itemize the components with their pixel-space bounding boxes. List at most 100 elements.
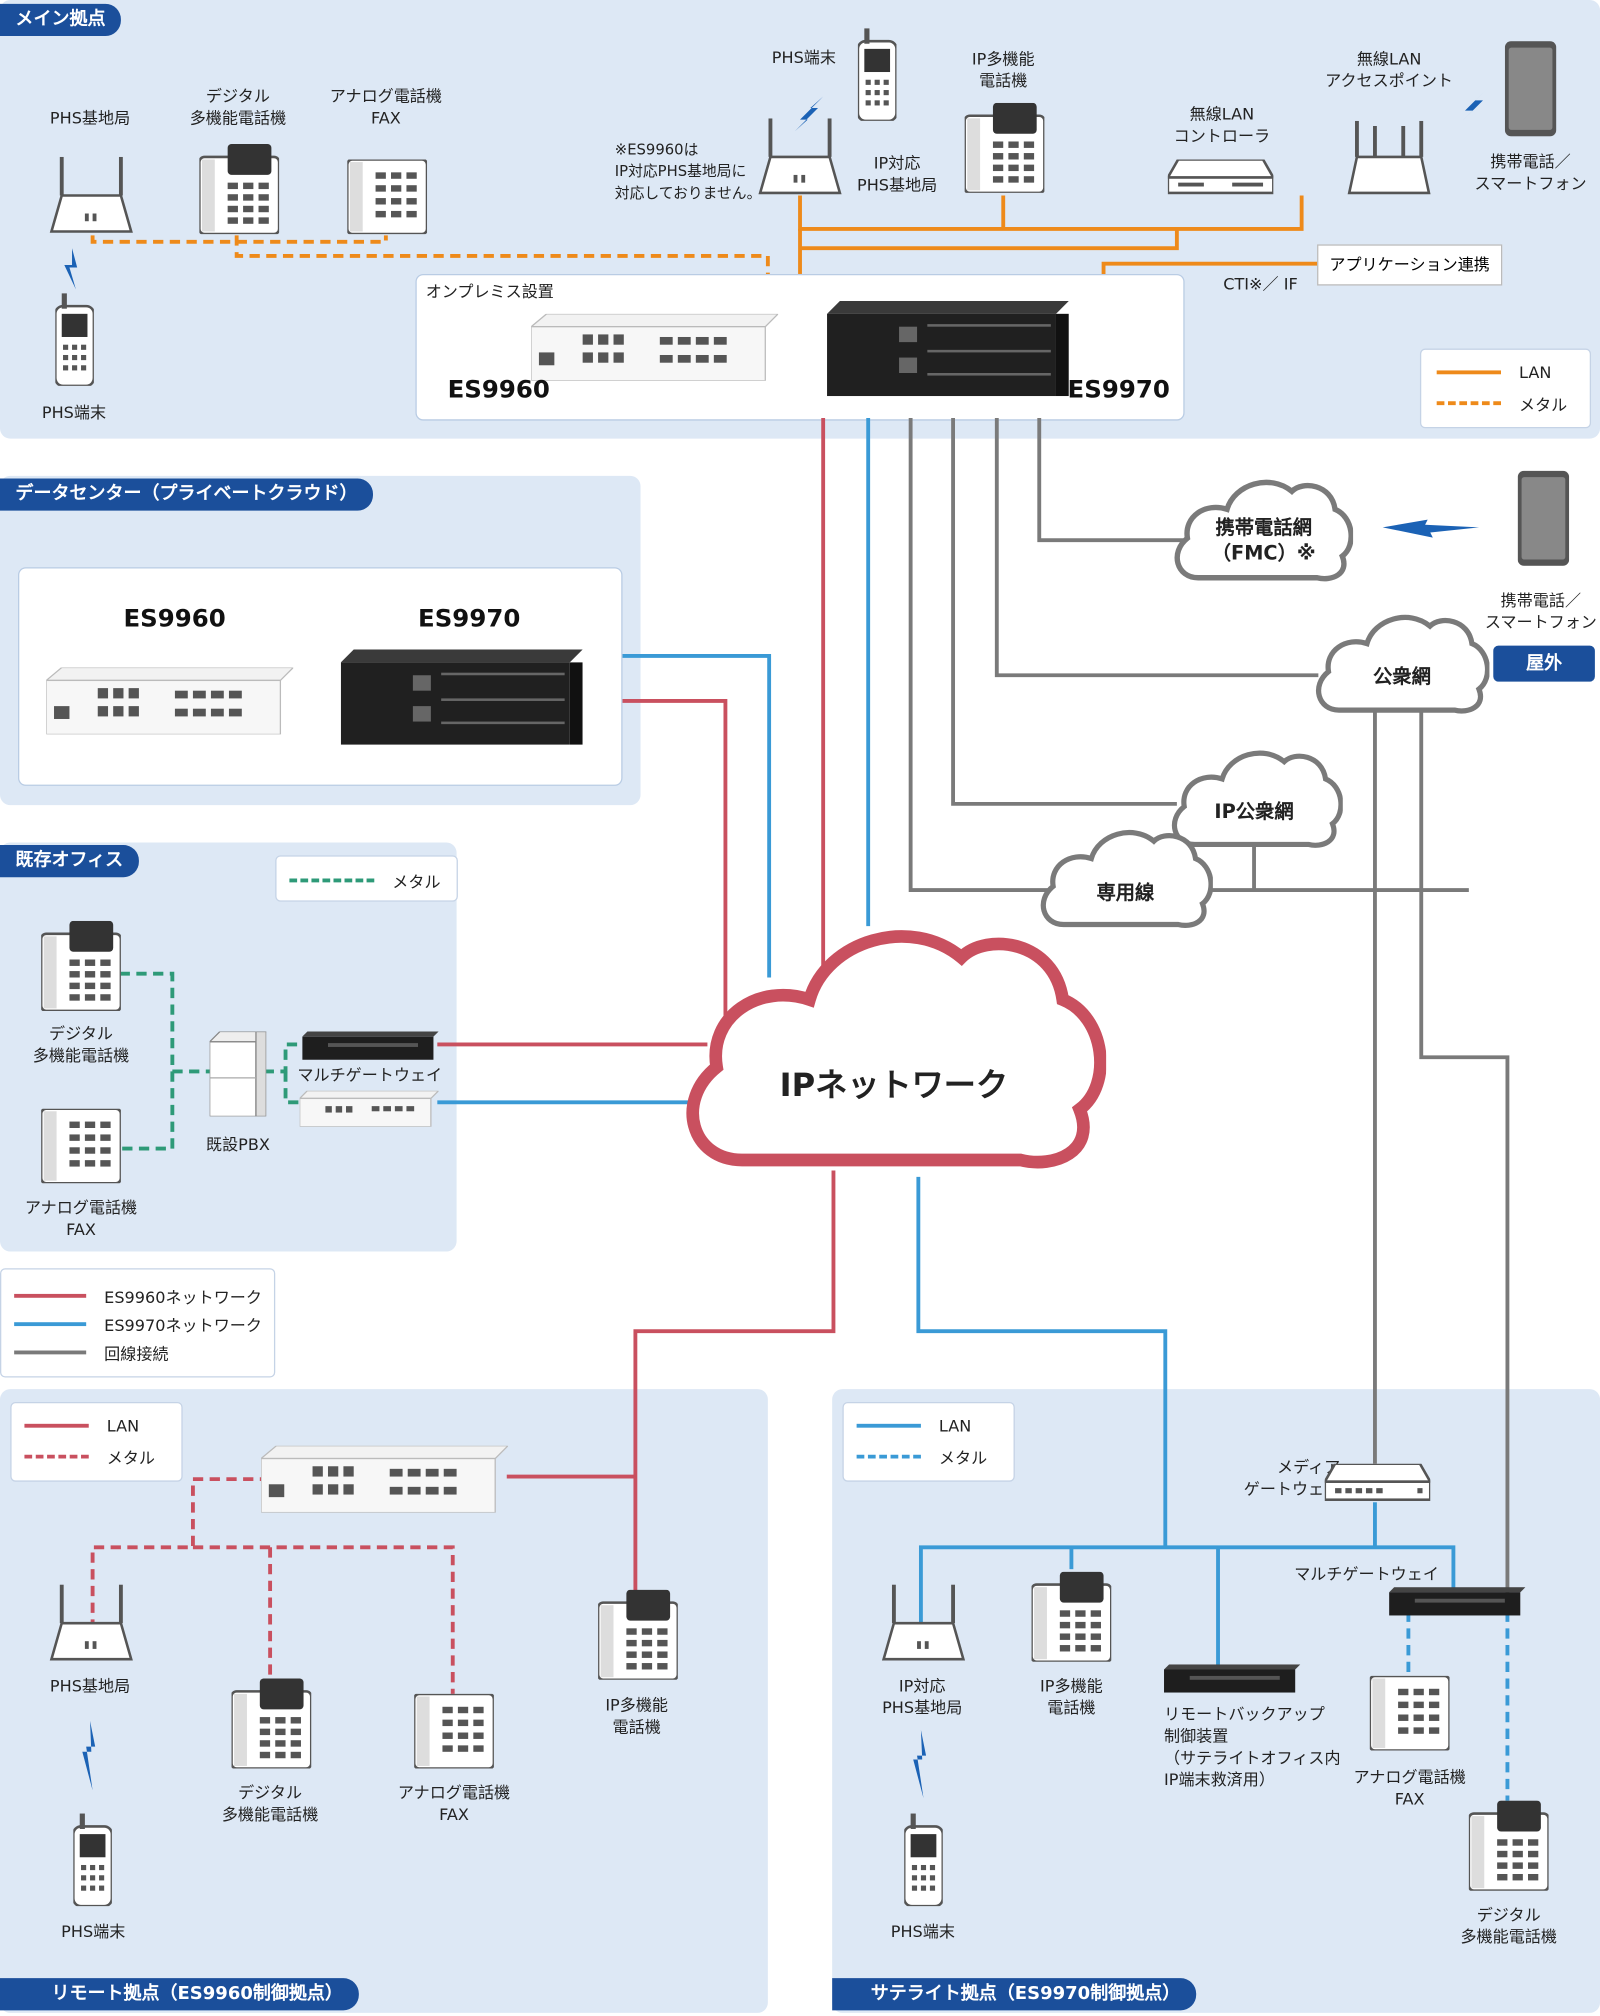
legend-lan-label: LAN [1519,362,1552,383]
onprem-label: オンプレミス設置 [425,281,554,301]
dc-es9960-label: ES9960 [123,604,226,633]
smartphone-icon [1504,41,1557,141]
existing-legend-metal: メタル [392,872,441,892]
remote-phs-base-label: PHS基地局 [49,1675,131,1696]
phs-terminal-top-label: PHS端末 [771,47,836,67]
remote-phs-base-icon [49,1584,134,1670]
sat-phs-terminal-icon [902,1813,945,1912]
existing-multi-gateway-white [298,1090,441,1132]
satellite-legend: LAN メタル [842,1401,1015,1482]
public-net-label: 公衆網 [1372,664,1431,689]
existing-analog-phone-icon [39,1107,123,1189]
phs-base-label: PHS基地局 [49,108,131,128]
phs-terminal-icon [54,293,96,391]
remote-ip-phone-icon [596,1589,680,1685]
legend-es9960-line [14,1293,87,1298]
ip-network-label: IPネットワーク [779,1066,1009,1104]
network-legend: ES9960ネットワーク ES9970ネットワーク 回線接続 [0,1268,276,1378]
dc-es9960-device [44,666,295,740]
sat-legend-lan: LAN [938,1416,972,1436]
remote-legend-lan-line [24,1423,89,1428]
es9970-onprem-device [827,300,1069,401]
remote-site-tag: リモート拠点（ES9960制御拠点） [0,1978,359,2011]
sat-multi-gateway-icon [1389,1587,1526,1620]
outdoor-tag: 屋外 [1493,645,1595,682]
remote-digital-phone-icon [230,1678,313,1773]
es9960-onprem-label: ES9960 [447,375,550,404]
remote-legend-lan: LAN [106,1416,140,1436]
wlan-ap-icon [1347,120,1432,206]
remote-legend-metal-line [24,1454,89,1459]
existing-analog-fax-label: アナログ電話機 FAX [24,1197,138,1239]
sat-phs-terminal-label: PHS端末 [890,1921,955,1941]
es9970-onprem-label: ES9970 [1067,375,1170,404]
datacenter-tag: データセンター（プライベートクラウド） [0,478,373,511]
legend-metal-line [1436,401,1501,406]
legend-metal-line-green [289,878,375,883]
remote-backup-device [1164,1664,1301,1697]
satellite-metal-lines [1406,1611,1510,1801]
main-legend: LAN メタル [1419,348,1592,429]
remote-digital-phone-label: デジタル 多機能電話機 [221,1782,319,1824]
phs-base-icon [49,156,134,242]
remote-phs-terminal-icon [72,1813,114,1912]
existing-pbx-icon [208,1030,268,1122]
mobile-net-label: 携帯電話網 （FMC）※ [1211,515,1316,565]
main-lan-lines [798,195,1318,274]
remote-legend: LAN メタル [10,1401,183,1482]
ip-phs-base-label: IP対応 PHS基地局 [857,153,938,195]
wlan-ap-label: 無線LAN アクセスポイント [1325,48,1454,91]
analog-phone-icon [345,158,429,239]
ip-phs-base-icon [758,118,843,203]
es9970-network-lines [437,418,1456,1666]
ip-multi-phone-icon [963,102,1046,198]
line-connection-lines [908,418,1510,1595]
sat-ip-phone-label: IP多機能 電話機 [1040,1675,1103,1718]
wlan-controller-icon [1165,158,1276,200]
remote-analog-phone-icon [412,1692,496,1774]
ip-multi-phone-label: IP多機能 電話機 [971,48,1035,91]
app-integration-box: アプリケーション連携 [1317,244,1503,286]
sat-ip-phs-base-icon [881,1584,966,1670]
existing-pbx-label: 既設PBX [205,1134,270,1154]
analog-fax-label: アナログ電話機 FAX [329,86,442,128]
legend-line-conn-line [14,1350,87,1355]
outdoor-smartphone-label: 携帯電話／ スマートフォン [1484,590,1597,632]
es9960-network-lines [437,418,836,1602]
legend-metal-label: メタル [1519,394,1568,415]
dc-es9970-label: ES9970 [418,604,521,633]
main-site-tag: メイン拠点 [0,3,121,37]
sat-legend-lan-line [856,1423,921,1428]
es9960-note: ※ES9960は IP対応PHS基地局に 対応しておりません。 [614,140,762,202]
wlan-controller-label: 無線LAN コントローラ [1173,104,1271,146]
sat-digital-phone-label: デジタル 多機能電話機 [1460,1904,1557,1947]
remote-analog-fax-label: アナログ電話機 FAX [397,1782,511,1824]
sat-ip-phs-base-label: IP対応 PHS基地局 [882,1675,963,1718]
main-metal-lines [90,235,770,274]
smartphone-label: 携帯電話／ スマートフォン [1474,151,1587,193]
digital-phone-icon [198,144,281,239]
sat-legend-metal: メタル [938,1448,988,1468]
media-gateway-label: メディア ゲートウェイ [1243,1457,1341,1499]
sat-legend-metal-line [856,1454,921,1459]
remote-phs-terminal-label: PHS端末 [61,1921,126,1941]
phs-terminal-top-icon [856,28,898,126]
existing-metal-lines [119,971,303,1151]
remote-ip-phone-label: IP多機能 電話機 [605,1695,669,1737]
remote-legend-metal: メタル [106,1448,156,1468]
ip-network-cloud [693,936,1101,1162]
existing-office-tag: 既存オフィス [0,845,139,878]
outdoor-smartphone-icon [1517,470,1570,571]
sat-analog-fax-label: アナログ電話機 FAX [1353,1767,1466,1809]
satellite-site-tag: サテライト拠点（ES9970制御拠点） [832,1978,1196,2011]
sat-ip-phone-icon [1030,1571,1113,1667]
dc-es9970-device [340,649,583,750]
legend-es9970-label: ES9970ネットワーク [104,1315,262,1336]
legend-lan-line [1436,370,1501,375]
digital-phone-label: デジタル 多機能電話機 [189,86,287,128]
sat-analog-phone-icon [1368,1674,1451,1756]
remote-es9960-device [259,1445,510,1518]
ip-public-net-label: IP公衆網 [1214,800,1294,824]
